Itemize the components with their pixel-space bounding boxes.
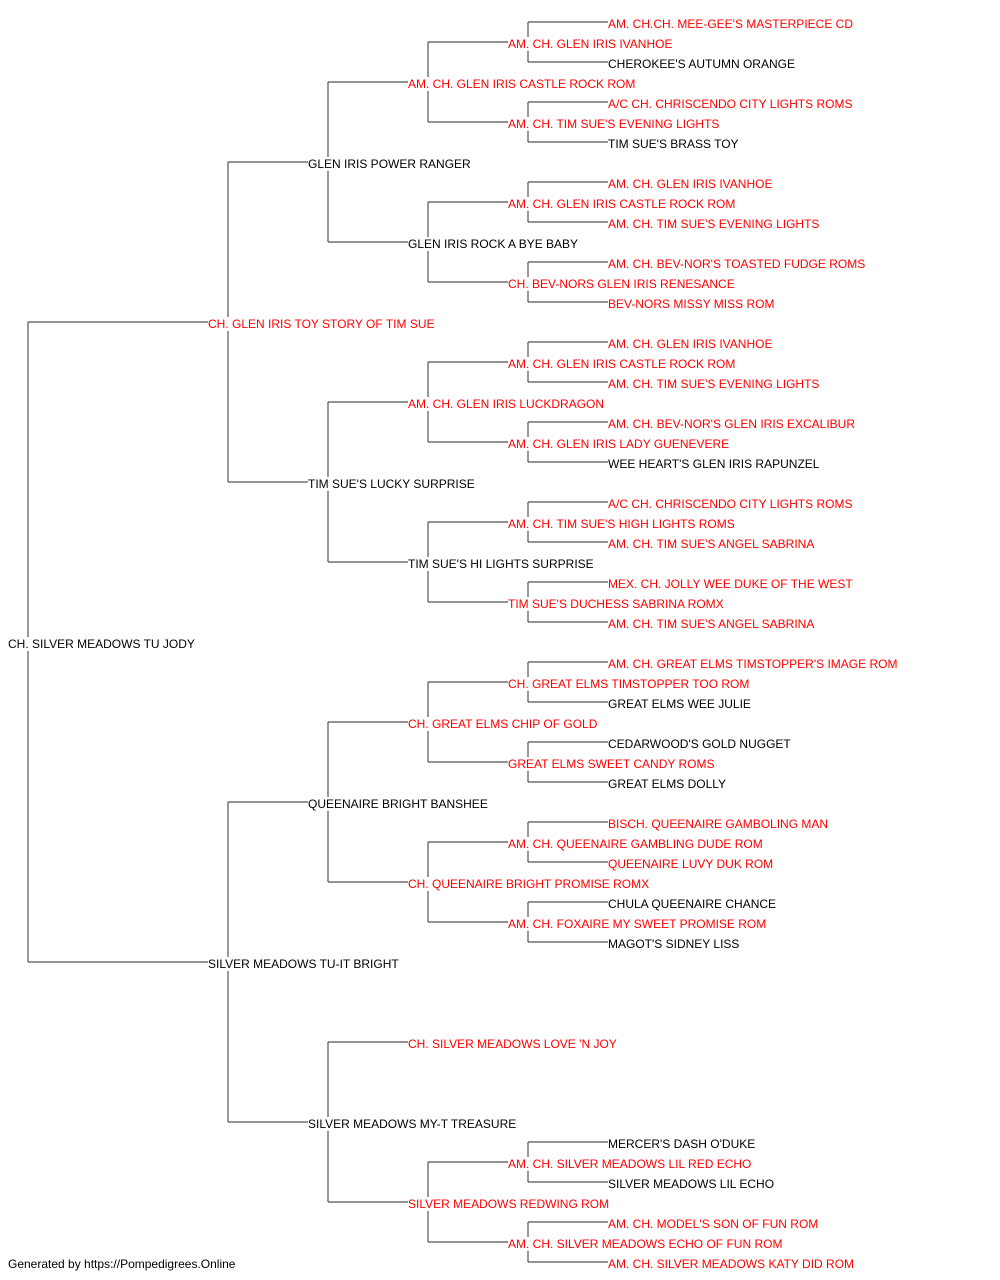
ancestor-name-dam-sire-dam-sire-dam[interactable]: QUEENAIRE LUVY DUK ROM bbox=[608, 857, 776, 871]
ancestor-name-sire-sire-dam-sire[interactable]: AM. CH. GLEN IRIS CASTLE ROCK ROM bbox=[508, 197, 738, 211]
ancestor-name-sire-sire-dam[interactable]: GLEN IRIS ROCK A BYE BABY bbox=[408, 237, 581, 251]
ancestor-name-sire-sire-dam-dam-dam[interactable]: BEV-NORS MISSY MISS ROM bbox=[608, 297, 777, 311]
ancestor-name-sire-sire-sire[interactable]: AM. CH. GLEN IRIS CASTLE ROCK ROM bbox=[408, 77, 638, 91]
ancestor-name-sire-sire-dam-dam-sire[interactable]: AM. CH. BEV-NOR'S TOASTED FUDGE ROMS bbox=[608, 257, 868, 271]
subject-dog-name[interactable]: CH. SILVER MEADOWS TU JODY bbox=[8, 637, 197, 651]
ancestor-name-dam-dam-dam-sire-dam[interactable]: SILVER MEADOWS LIL ECHO bbox=[608, 1177, 777, 1191]
ancestor-name-sire-dam-dam-dam-dam[interactable]: AM. CH. TIM SUE'S ANGEL SABRINA bbox=[608, 617, 817, 631]
ancestor-name-dam-sire-sire-dam-dam[interactable]: GREAT ELMS DOLLY bbox=[608, 777, 729, 791]
ancestor-name-dam-sire-sire[interactable]: CH. GREAT ELMS CHIP OF GOLD bbox=[408, 717, 600, 731]
ancestor-name-dam-dam-dam-dam-dam[interactable]: AM. CH. SILVER MEADOWS KATY DID ROM bbox=[608, 1257, 857, 1271]
ancestor-name-sire-dam-sire-dam-sire[interactable]: AM. CH. BEV-NOR'S GLEN IRIS EXCALIBUR bbox=[608, 417, 858, 431]
ancestor-name-dam-sire-dam-dam-sire[interactable]: CHULA QUEENAIRE CHANCE bbox=[608, 897, 779, 911]
ancestor-name-dam-dam-sire[interactable]: CH. SILVER MEADOWS LOVE 'N JOY bbox=[408, 1037, 619, 1051]
ancestor-name-sire-dam-sire[interactable]: AM. CH. GLEN IRIS LUCKDRAGON bbox=[408, 397, 607, 411]
ancestor-name-sire-sire-sire-dam[interactable]: AM. CH. TIM SUE'S EVENING LIGHTS bbox=[508, 117, 722, 131]
ancestor-name-dam-sire-sire-sire[interactable]: CH. GREAT ELMS TIMSTOPPER TOO ROM bbox=[508, 677, 752, 691]
ancestor-name-dam-sire-sire-sire-sire[interactable]: AM. CH. GREAT ELMS TIMSTOPPER'S IMAGE RO… bbox=[608, 657, 900, 671]
ancestor-name-dam-sire-dam-sire-sire[interactable]: BISCH. QUEENAIRE GAMBOLING MAN bbox=[608, 817, 831, 831]
ancestor-name-sire-dam-dam-sire-dam[interactable]: AM. CH. TIM SUE'S ANGEL SABRINA bbox=[608, 537, 817, 551]
ancestor-name-dam-sire-sire-dam[interactable]: GREAT ELMS SWEET CANDY ROMS bbox=[508, 757, 717, 771]
ancestor-name-sire-dam-sire-dam[interactable]: AM. CH. GLEN IRIS LADY GUENEVERE bbox=[508, 437, 732, 451]
ancestor-name-sire-sire-sire-dam-dam[interactable]: TIM SUE'S BRASS TOY bbox=[608, 137, 741, 151]
ancestor-name-sire-sire-dam-dam[interactable]: CH. BEV-NORS GLEN IRIS RENESANCE bbox=[508, 277, 737, 291]
ancestor-name-sire-dam-dam-dam[interactable]: TIM SUE'S DUCHESS SABRINA ROMX bbox=[508, 597, 726, 611]
ancestor-name-sire-dam-dam[interactable]: TIM SUE'S HI LIGHTS SURPRISE bbox=[408, 557, 596, 571]
ancestor-name-sire-dam-dam-dam-sire[interactable]: MEX. CH. JOLLY WEE DUKE OF THE WEST bbox=[608, 577, 855, 591]
ancestor-name-dam-sire[interactable]: QUEENAIRE BRIGHT BANSHEE bbox=[308, 797, 490, 811]
ancestor-name-sire-dam-sire-dam-dam[interactable]: WEE HEART'S GLEN IRIS RAPUNZEL bbox=[608, 457, 822, 471]
ancestor-name-sire-dam[interactable]: TIM SUE'S LUCKY SURPRISE bbox=[308, 477, 477, 491]
ancestor-name-sire-dam-sire-sire[interactable]: AM. CH. GLEN IRIS CASTLE ROCK ROM bbox=[508, 357, 738, 371]
ancestor-name-sire-dam-sire-sire-sire[interactable]: AM. CH. GLEN IRIS IVANHOE bbox=[608, 337, 775, 351]
ancestor-name-sire-sire-sire-sire-sire[interactable]: AM. CH.CH. MEE-GEE'S MASTERPIECE CD bbox=[608, 17, 855, 31]
ancestor-name-sire-dam-dam-sire-sire[interactable]: A/C CH. CHRISCENDO CITY LIGHTS ROMS bbox=[608, 497, 855, 511]
ancestor-name-dam-dam-dam-dam-sire[interactable]: AM. CH. MODEL'S SON OF FUN ROM bbox=[608, 1217, 821, 1231]
ancestor-name-sire-sire-sire-sire[interactable]: AM. CH. GLEN IRIS IVANHOE bbox=[508, 37, 675, 51]
ancestor-name-dam-sire-dam-sire[interactable]: AM. CH. QUEENAIRE GAMBLING DUDE ROM bbox=[508, 837, 765, 851]
ancestor-name-dam-dam[interactable]: SILVER MEADOWS MY-T TREASURE bbox=[308, 1117, 519, 1131]
ancestor-name-dam-sire-sire-sire-dam[interactable]: GREAT ELMS WEE JULIE bbox=[608, 697, 753, 711]
ancestor-name-sire-sire-sire-sire-dam[interactable]: CHEROKEE'S AUTUMN ORANGE bbox=[608, 57, 797, 71]
ancestor-name-sire-sire[interactable]: GLEN IRIS POWER RANGER bbox=[308, 157, 473, 171]
ancestor-name-sire-sire-sire-dam-sire[interactable]: A/C CH. CHRISCENDO CITY LIGHTS ROMS bbox=[608, 97, 855, 111]
ancestor-name-sire-dam-dam-sire[interactable]: AM. CH. TIM SUE'S HIGH LIGHTS ROMS bbox=[508, 517, 737, 531]
ancestor-name-dam-dam-dam-sire[interactable]: AM. CH. SILVER MEADOWS LIL RED ECHO bbox=[508, 1157, 754, 1171]
ancestor-name-dam-dam-dam-sire-sire[interactable]: MERCER'S DASH O'DUKE bbox=[608, 1137, 758, 1151]
ancestor-name-dam[interactable]: SILVER MEADOWS TU-IT BRIGHT bbox=[208, 957, 401, 971]
ancestor-name-dam-sire-sire-dam-sire[interactable]: CEDARWOOD'S GOLD NUGGET bbox=[608, 737, 793, 751]
ancestor-name-dam-sire-dam-dam-dam[interactable]: MAGOT'S SIDNEY LISS bbox=[608, 937, 742, 951]
ancestor-name-dam-dam-dam-dam[interactable]: AM. CH. SILVER MEADOWS ECHO OF FUN ROM bbox=[508, 1237, 785, 1251]
ancestor-name-sire-sire-dam-sire-sire[interactable]: AM. CH. GLEN IRIS IVANHOE bbox=[608, 177, 775, 191]
ancestor-name-sire-dam-sire-sire-dam[interactable]: AM. CH. TIM SUE'S EVENING LIGHTS bbox=[608, 377, 822, 391]
ancestor-name-sire[interactable]: CH. GLEN IRIS TOY STORY OF TIM SUE bbox=[208, 317, 437, 331]
ancestor-name-dam-sire-dam[interactable]: CH. QUEENAIRE BRIGHT PROMISE ROMX bbox=[408, 877, 652, 891]
ancestor-name-dam-dam-dam[interactable]: SILVER MEADOWS REDWING ROM bbox=[408, 1197, 612, 1211]
ancestor-name-dam-sire-dam-dam[interactable]: AM. CH. FOXAIRE MY SWEET PROMISE ROM bbox=[508, 917, 769, 931]
ancestor-name-sire-sire-dam-sire-dam[interactable]: AM. CH. TIM SUE'S EVENING LIGHTS bbox=[608, 217, 822, 231]
generated-by-footer: Generated by https://Pompedigrees.Online bbox=[8, 1257, 236, 1271]
